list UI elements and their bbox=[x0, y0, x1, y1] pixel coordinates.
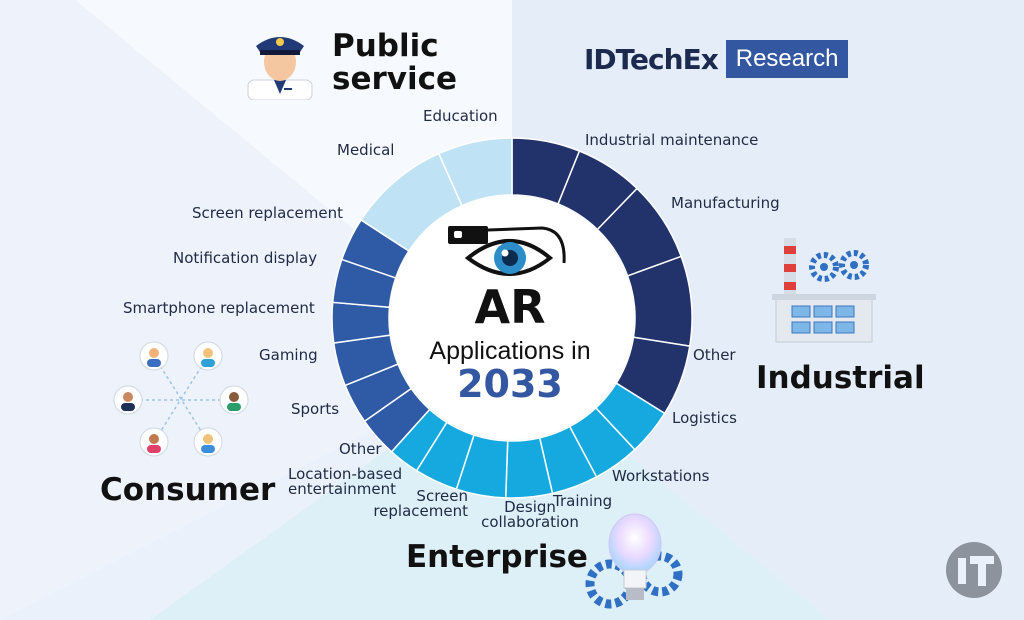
center-year: 2033 bbox=[457, 362, 563, 406]
label-industrial-other: Other bbox=[693, 346, 736, 364]
label-workstations: Workstations bbox=[612, 467, 710, 485]
logo-icon bbox=[946, 542, 1002, 598]
label-enterprise-screen-replacement-line2: replacement bbox=[373, 502, 468, 520]
people-network-icon bbox=[113, 341, 249, 457]
label-industrial-maintenance: Industrial maintenance bbox=[585, 131, 759, 149]
brand-logo: IDTechEx Research bbox=[584, 40, 849, 78]
brand-tag: Research bbox=[725, 40, 849, 78]
ar-glasses-eye-icon bbox=[448, 226, 566, 276]
brand-name: IDTechEx bbox=[584, 42, 719, 76]
factory-icon bbox=[772, 238, 876, 343]
label-design-collaboration: Design collaboration bbox=[480, 500, 580, 530]
donut-segment bbox=[437, 137, 513, 207]
center-subtitle: Applications in bbox=[429, 337, 591, 365]
label-gaming: Gaming bbox=[259, 346, 318, 364]
center-title: AR bbox=[474, 280, 546, 334]
label-logistics: Logistics bbox=[672, 409, 737, 427]
label-location-based-line1: Location-based bbox=[288, 465, 403, 483]
smart-bulb-icon bbox=[585, 513, 683, 609]
label-enterprise-screen-replacement-line1: Screen bbox=[416, 487, 468, 505]
category-public-service-line2: service bbox=[332, 60, 457, 97]
label-enterprise-screen-replacement: Screen replacement bbox=[370, 489, 468, 519]
label-education: Education bbox=[423, 107, 498, 125]
category-public-service-line1: Public bbox=[332, 28, 439, 64]
category-enterprise: Enterprise bbox=[406, 539, 588, 575]
label-medical: Medical bbox=[337, 141, 395, 159]
label-sports: Sports bbox=[291, 400, 340, 418]
category-industrial: Industrial bbox=[756, 360, 925, 396]
category-public-service: Public service bbox=[332, 30, 457, 95]
label-smartphone-replacement: Smartphone replacement bbox=[123, 299, 315, 317]
label-location-based-line2: entertainment bbox=[288, 480, 396, 498]
label-manufacturing: Manufacturing bbox=[671, 194, 780, 212]
label-design-collaboration-line1: Design bbox=[504, 498, 556, 516]
label-consumer-other: Other bbox=[339, 440, 382, 458]
donut-ring bbox=[331, 137, 693, 499]
label-training: Training bbox=[553, 492, 613, 510]
category-consumer: Consumer bbox=[100, 472, 276, 508]
label-notification-display: Notification display bbox=[173, 249, 318, 267]
label-location-based-entertainment: Location-based entertainment bbox=[288, 467, 402, 497]
donut-segment bbox=[331, 301, 392, 344]
label-consumer-screen-replacement: Screen replacement bbox=[192, 204, 343, 222]
label-design-collaboration-line2: collaboration bbox=[481, 513, 579, 531]
donut-hole bbox=[390, 196, 634, 440]
gear-icon bbox=[809, 250, 869, 282]
police-officer-icon bbox=[247, 37, 313, 100]
